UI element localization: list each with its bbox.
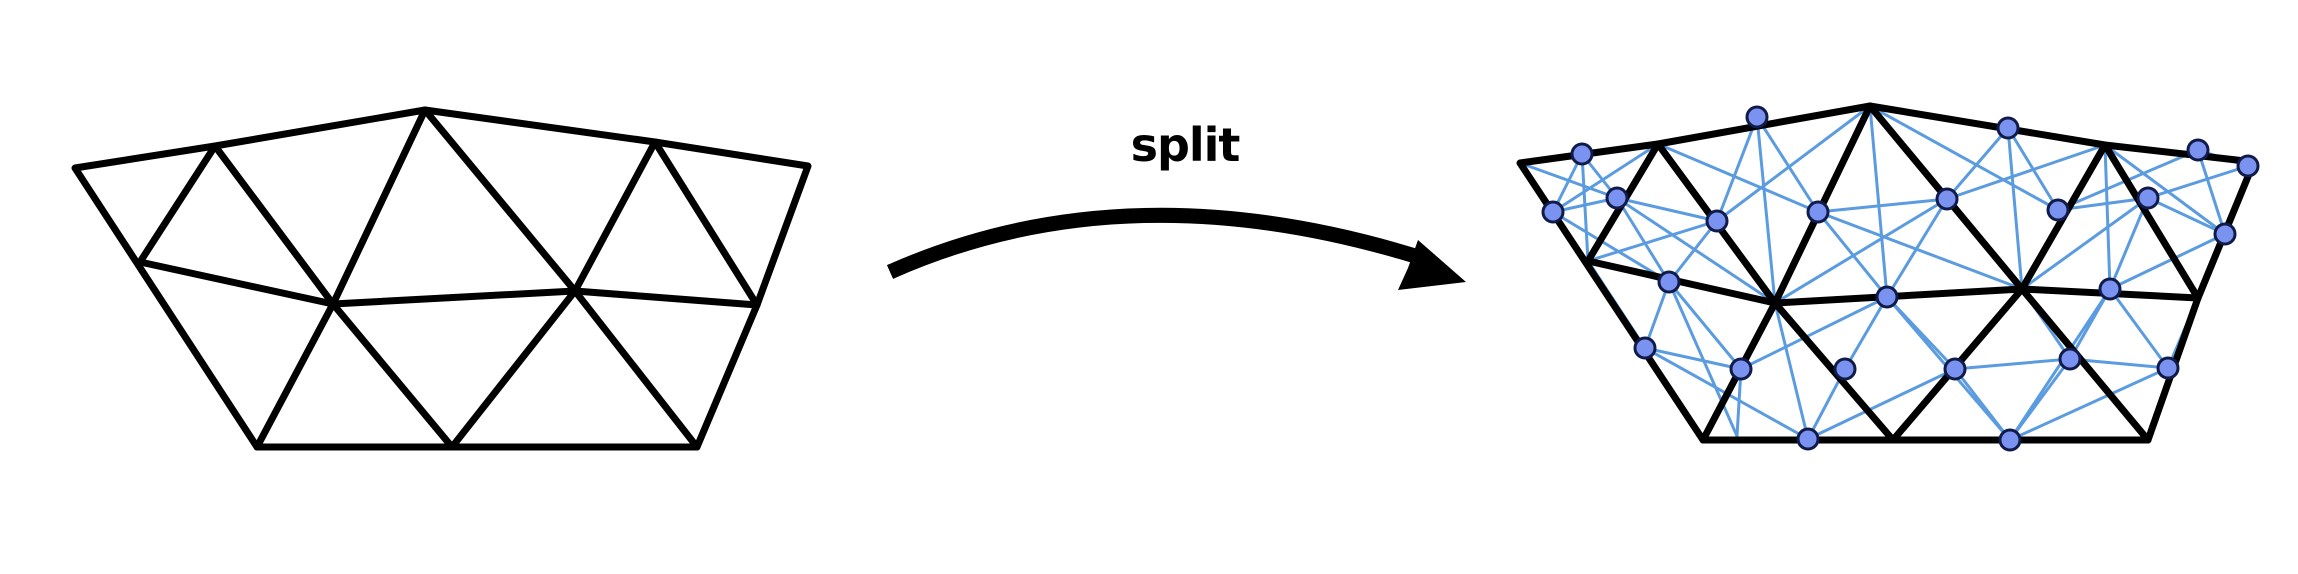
new-vertex (1996, 116, 2020, 140)
split-edge (1816, 197, 1949, 214)
split-edge (1615, 196, 1671, 284)
new-vertex (2136, 186, 2160, 210)
split-edge (2056, 196, 2150, 212)
new-vertex (1833, 357, 1857, 381)
split-mesh (1516, 102, 2260, 452)
new-vertex (1633, 336, 1657, 360)
edge (136, 258, 337, 308)
new-vertex (2058, 347, 2082, 371)
split-edge (1773, 301, 1810, 441)
split-edge (1715, 104, 1872, 223)
new-vertex (2186, 138, 2210, 162)
edge (329, 300, 456, 451)
edge (651, 138, 761, 309)
split-edge (1518, 161, 1619, 200)
new-vertex (1935, 187, 1959, 211)
edge (571, 138, 659, 295)
edge (211, 142, 337, 308)
split-edge (1945, 126, 2010, 201)
split-edge (2006, 126, 2024, 291)
new-vertex (1943, 357, 1967, 381)
new-vertex (2213, 222, 2237, 246)
split-edge (1615, 196, 1719, 223)
split-edge (1667, 280, 1739, 438)
split-edge (1739, 295, 1889, 371)
edge (1771, 285, 2026, 307)
new-vertex (1729, 357, 1753, 381)
edge (136, 142, 219, 266)
split-edge (2146, 196, 2227, 236)
new-vertex (1541, 200, 1565, 224)
split-edge (2146, 164, 2250, 200)
new-vertex (1998, 428, 2022, 452)
split-edge (1615, 196, 1777, 305)
edge (329, 287, 579, 308)
split-arrow-head (1398, 240, 1466, 290)
split-edge (1868, 104, 1889, 299)
edge (421, 106, 579, 295)
edge (2101, 141, 2202, 302)
split-edge (1580, 152, 1590, 263)
split-arrow (886, 207, 1466, 290)
split-edge (2196, 148, 2227, 236)
new-vertex (1796, 427, 1820, 451)
split-edge (1806, 367, 1957, 441)
original-mesh-outline (71, 106, 812, 451)
split-edge (1667, 219, 1719, 284)
edge (571, 287, 701, 451)
edge (1584, 257, 1779, 307)
original-mesh (71, 106, 812, 451)
new-vertex (1605, 186, 1629, 210)
split-edge (1643, 346, 1743, 371)
new-vertex (1806, 200, 1830, 224)
edge (329, 106, 429, 308)
edge (571, 287, 761, 309)
split-edge (2103, 143, 2227, 236)
new-vertex (1875, 285, 1899, 309)
new-vertex (2046, 198, 2070, 222)
split-edge (2108, 196, 2150, 291)
split-edge (1945, 143, 2107, 201)
new-vertex (2098, 277, 2122, 301)
edge (448, 287, 579, 451)
new-vertex (2156, 356, 2180, 380)
split-edge (2103, 143, 2112, 291)
edge (253, 300, 337, 451)
split-edge (1656, 142, 1820, 214)
new-vertex (1705, 209, 1729, 233)
new-vertex (1570, 142, 1594, 166)
split-arrow-curve (886, 207, 1431, 279)
split-edge (2068, 357, 2170, 370)
split-edge (1773, 197, 1949, 305)
split-vertices (1541, 105, 2260, 452)
split-edge (1586, 219, 1719, 263)
split-edge (1816, 210, 2024, 291)
split-edge (1551, 142, 1660, 214)
edge (2018, 285, 2152, 444)
split-edge (1551, 210, 1671, 284)
split-edge (2108, 232, 2227, 291)
split-edge (1643, 280, 1671, 350)
split-edge (2108, 287, 2170, 370)
split-edge (1843, 295, 1889, 371)
split-edge (1715, 115, 1759, 223)
split-edge (1667, 280, 1743, 371)
split-edge (1868, 104, 2060, 212)
split-edge (1755, 115, 1820, 214)
new-vertex (1745, 105, 1769, 129)
split-label: split (1130, 118, 1241, 172)
split-edge (1755, 115, 1777, 305)
split-edge (2008, 366, 2170, 442)
split-edge (2020, 196, 2150, 291)
split-edge (1953, 357, 2072, 371)
new-vertex (1657, 270, 1681, 294)
new-vertex (2236, 154, 2260, 178)
